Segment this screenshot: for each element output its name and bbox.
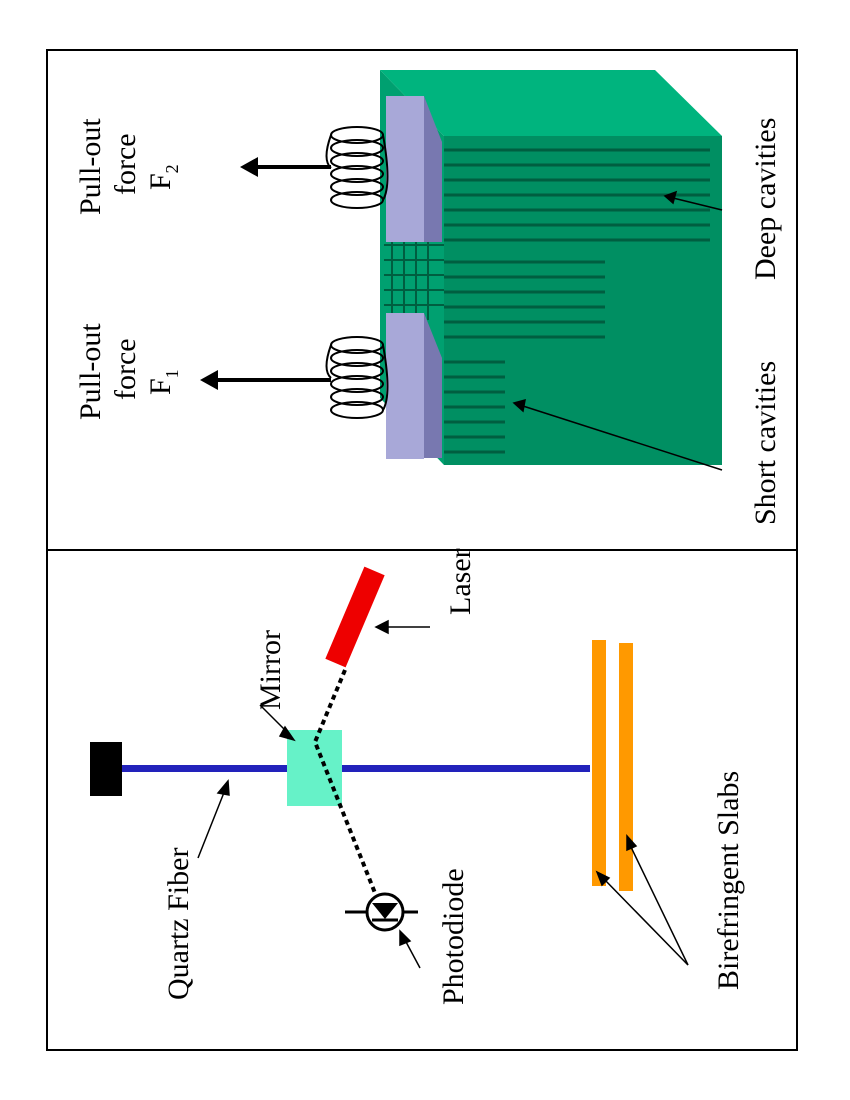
front-grid <box>384 230 444 320</box>
label-mirror: Mirror <box>254 630 287 710</box>
pull-arrow-2 <box>240 157 331 177</box>
cavity-panel-frame <box>46 49 798 551</box>
label-pull-out-2-symbol: F2 <box>144 164 182 190</box>
label-birefringent-slabs: Birefringent Slabs <box>712 771 745 990</box>
piston-1 <box>386 313 442 459</box>
spring-1 <box>325 336 389 419</box>
piston-2 <box>386 96 442 242</box>
laser <box>325 566 385 668</box>
birefringent-slab-1 <box>592 640 606 886</box>
label-pull-out-1-symbol: F1 <box>144 369 182 395</box>
birefringent-slab-2 <box>619 643 633 891</box>
torsion-panel-frame <box>46 549 798 1051</box>
label-deep-cavities: Deep cavities <box>749 118 782 280</box>
short-cavities <box>444 360 505 454</box>
subscript-2: 2 <box>162 164 182 173</box>
label-photodiode: Photodiode <box>437 868 470 1005</box>
photodiode <box>345 892 418 932</box>
label-quartz-fiber: Quartz Fiber <box>162 848 195 1000</box>
label-pull-out-1-line2: force <box>109 338 142 400</box>
annotation-arrows-left <box>197 619 689 969</box>
block-top-face <box>380 70 722 136</box>
quartz-fiber <box>120 765 590 772</box>
block-side-face <box>444 136 722 465</box>
spring-2 <box>325 126 389 209</box>
annotation-arrows-right <box>512 190 723 471</box>
pull-arrow-1 <box>200 370 331 390</box>
subscript-1: 1 <box>162 369 182 378</box>
mirror <box>287 730 342 806</box>
medium-cavities <box>444 260 605 339</box>
label-pull-out-2-line1: Pull-out <box>74 118 107 215</box>
label-short-cavities: Short cavities <box>749 361 782 525</box>
label-pull-out-1-line1: Pull-out <box>74 323 107 420</box>
fiber-mount <box>90 742 122 796</box>
label-laser: Laser <box>444 548 477 615</box>
label-pull-out-2-line2: force <box>109 133 142 195</box>
